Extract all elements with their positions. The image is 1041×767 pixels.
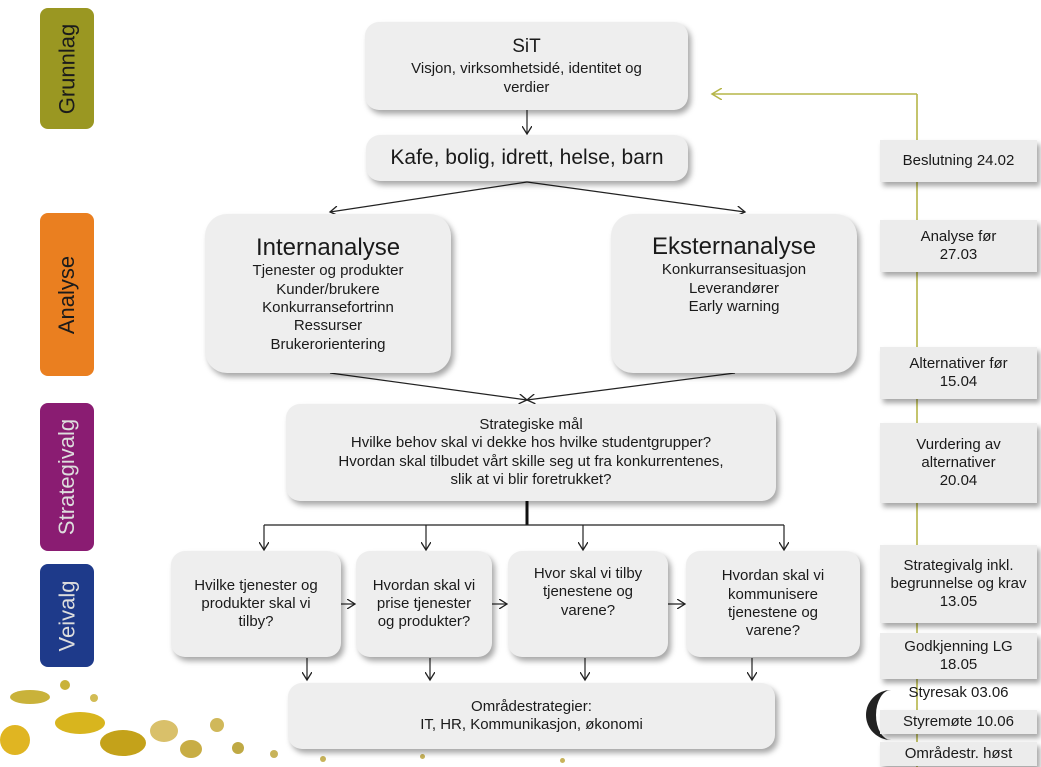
timeline-item: Godkjenning LG 18.05 bbox=[880, 633, 1037, 679]
timeline-text: Alternativer før 15.04 bbox=[909, 355, 1008, 390]
units-box: Kafe, bolig, idrett, helse, barn bbox=[366, 135, 688, 181]
units-text: Kafe, bolig, idrett, helse, barn bbox=[390, 146, 664, 170]
eksternanalyse-line: Early warning bbox=[688, 297, 780, 315]
strategy-box: Strategiske mål Hvilke behov skal vi dek… bbox=[286, 404, 776, 501]
timeline-text: Analyse før 27.03 bbox=[920, 228, 997, 263]
side-label-analyse: Analyse bbox=[40, 213, 94, 376]
timeline-text: Strategivalg inkl. begrunnelse og krav 1… bbox=[890, 557, 1027, 610]
area-strategy-line: IT, HR, Kommunikasjon, økonomi bbox=[420, 716, 643, 733]
timeline-text: Vurdering av alternativer 20.04 bbox=[916, 436, 1001, 489]
timeline-text: Styresak 03.06 bbox=[908, 683, 1009, 701]
timeline-item: Styresak 03.06 bbox=[880, 680, 1037, 705]
timeline-text: Styremøte 10.06 bbox=[903, 713, 1014, 730]
question-box-price: Hvordan skal vi prise tjenester og produ… bbox=[356, 551, 492, 657]
side-label-grunnlag: Grunnlag bbox=[40, 8, 94, 129]
internanalyse-line: Ressurser bbox=[293, 317, 363, 335]
timeline-text: Godkjenning LG 18.05 bbox=[904, 638, 1013, 673]
question-box-place: Hvor skal vi tilby tjenestene og varene? bbox=[508, 551, 668, 657]
eksternanalyse-title: Eksternanalyse bbox=[651, 233, 817, 260]
sit-title: SiT bbox=[512, 36, 541, 58]
question-box-products: Hvilke tjenester og produkter skal vi ti… bbox=[171, 551, 341, 657]
internanalyse-line: Konkurransefortrinn bbox=[262, 298, 394, 316]
strategy-line: Hvilke behov skal vi dekke hos hvilke st… bbox=[350, 434, 712, 452]
question-box-communication: Hvordan skal vi kommunisere tjenestene o… bbox=[686, 551, 860, 657]
timeline-item: Strategivalg inkl. begrunnelse og krav 1… bbox=[880, 545, 1037, 623]
internanalyse-line: Kunder/brukere bbox=[276, 280, 380, 298]
timeline-item: Vurdering av alternativer 20.04 bbox=[880, 423, 1037, 503]
internanalyse-line: Tjenester og produkter bbox=[252, 262, 404, 280]
decorative-dots bbox=[0, 670, 620, 767]
eksternanalyse-line: Konkurransesituasjon bbox=[661, 261, 807, 279]
area-strategy-box: Områdestrategier: IT, HR, Kommunikasjon,… bbox=[288, 683, 775, 749]
strategy-line: slik at vi blir foretrukket? bbox=[450, 470, 612, 488]
timeline-item: Områdestr. høst bbox=[880, 742, 1037, 766]
timeline-text: Beslutning 24.02 bbox=[902, 152, 1015, 169]
internanalyse-title: Internanalyse bbox=[255, 234, 401, 262]
internanalyse-box: Internanalyse Tjenester og produkter Kun… bbox=[205, 214, 451, 373]
side-label-strategivalg: Strategivalg bbox=[40, 403, 94, 551]
timeline-item: Beslutning 24.02 bbox=[880, 140, 1037, 182]
sit-box: SiT Visjon, virksomhetsidé, identitet og… bbox=[365, 22, 688, 110]
timeline-item: Alternativer før 15.04 bbox=[880, 347, 1037, 399]
strategy-line: Strategiske mål bbox=[479, 415, 583, 433]
question-text: Hvilke tjenester og produkter skal vi ti… bbox=[194, 576, 318, 631]
question-text: Hvordan skal vi prise tjenester og produ… bbox=[372, 576, 476, 631]
question-text: Hvordan skal vi kommunisere tjenestene o… bbox=[721, 567, 825, 640]
eksternanalyse-line: Leverandører bbox=[688, 279, 780, 297]
area-strategy-title: Områdestrategier: bbox=[471, 697, 592, 715]
question-text: Hvor skal vi tilby tjenestene og varene? bbox=[533, 565, 643, 619]
side-label-veivalg: Veivalg bbox=[40, 564, 94, 667]
decorative-logo-swoosh bbox=[866, 690, 916, 740]
timeline-item: Analyse før 27.03 bbox=[880, 220, 1037, 272]
eksternanalyse-box: Eksternanalyse Konkurransesituasjon Leve… bbox=[611, 214, 857, 373]
internanalyse-line: Brukerorientering bbox=[270, 335, 386, 353]
strategy-line: Hvordan skal tilbudet vårt skille seg ut… bbox=[338, 452, 724, 470]
sit-subtitle: Visjon, virksomhetsidé, identitet og ver… bbox=[411, 60, 642, 96]
timeline-text: Områdestr. høst bbox=[904, 745, 1013, 762]
timeline-item: Styremøte 10.06 bbox=[880, 710, 1037, 734]
